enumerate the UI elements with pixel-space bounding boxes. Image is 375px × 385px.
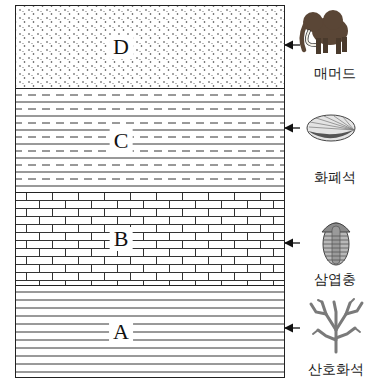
fossil-item: 화폐석: [300, 110, 370, 186]
fossil-name: 매머드: [300, 65, 370, 82]
rock-layer: D: [15, 5, 285, 89]
mammoth-picture: [302, 10, 348, 54]
fossil-item: 매머드: [300, 2, 370, 82]
rock-layer: C: [15, 88, 285, 193]
layer-letter: C: [110, 129, 133, 153]
fossil-item: 산호화석: [300, 298, 372, 378]
pointer-arrow: [285, 327, 300, 328]
pointer-arrow: [285, 242, 300, 243]
fossil-name: 산호화석: [300, 361, 372, 378]
fossil-name: 화폐석: [300, 169, 370, 186]
rock-layer: B: [15, 192, 285, 286]
layer-letter: B: [110, 227, 133, 251]
trilobite-picture: [322, 223, 350, 265]
coral-picture: [311, 299, 362, 352]
layer-letter: D: [109, 35, 133, 59]
nummulite-picture: [307, 115, 355, 141]
mudstone-pattern: [15, 285, 285, 378]
rock-layer: A: [15, 285, 285, 378]
layer-letter: A: [109, 320, 133, 344]
pointer-arrow: [285, 44, 300, 45]
shale-pattern: [15, 88, 285, 193]
limestone-pattern: [15, 192, 285, 286]
pointer-arrow: [285, 127, 300, 128]
fossil-name: 삼엽충: [300, 271, 370, 288]
fossil-item: 삼엽충: [300, 218, 370, 288]
sand-pattern: [15, 5, 285, 89]
